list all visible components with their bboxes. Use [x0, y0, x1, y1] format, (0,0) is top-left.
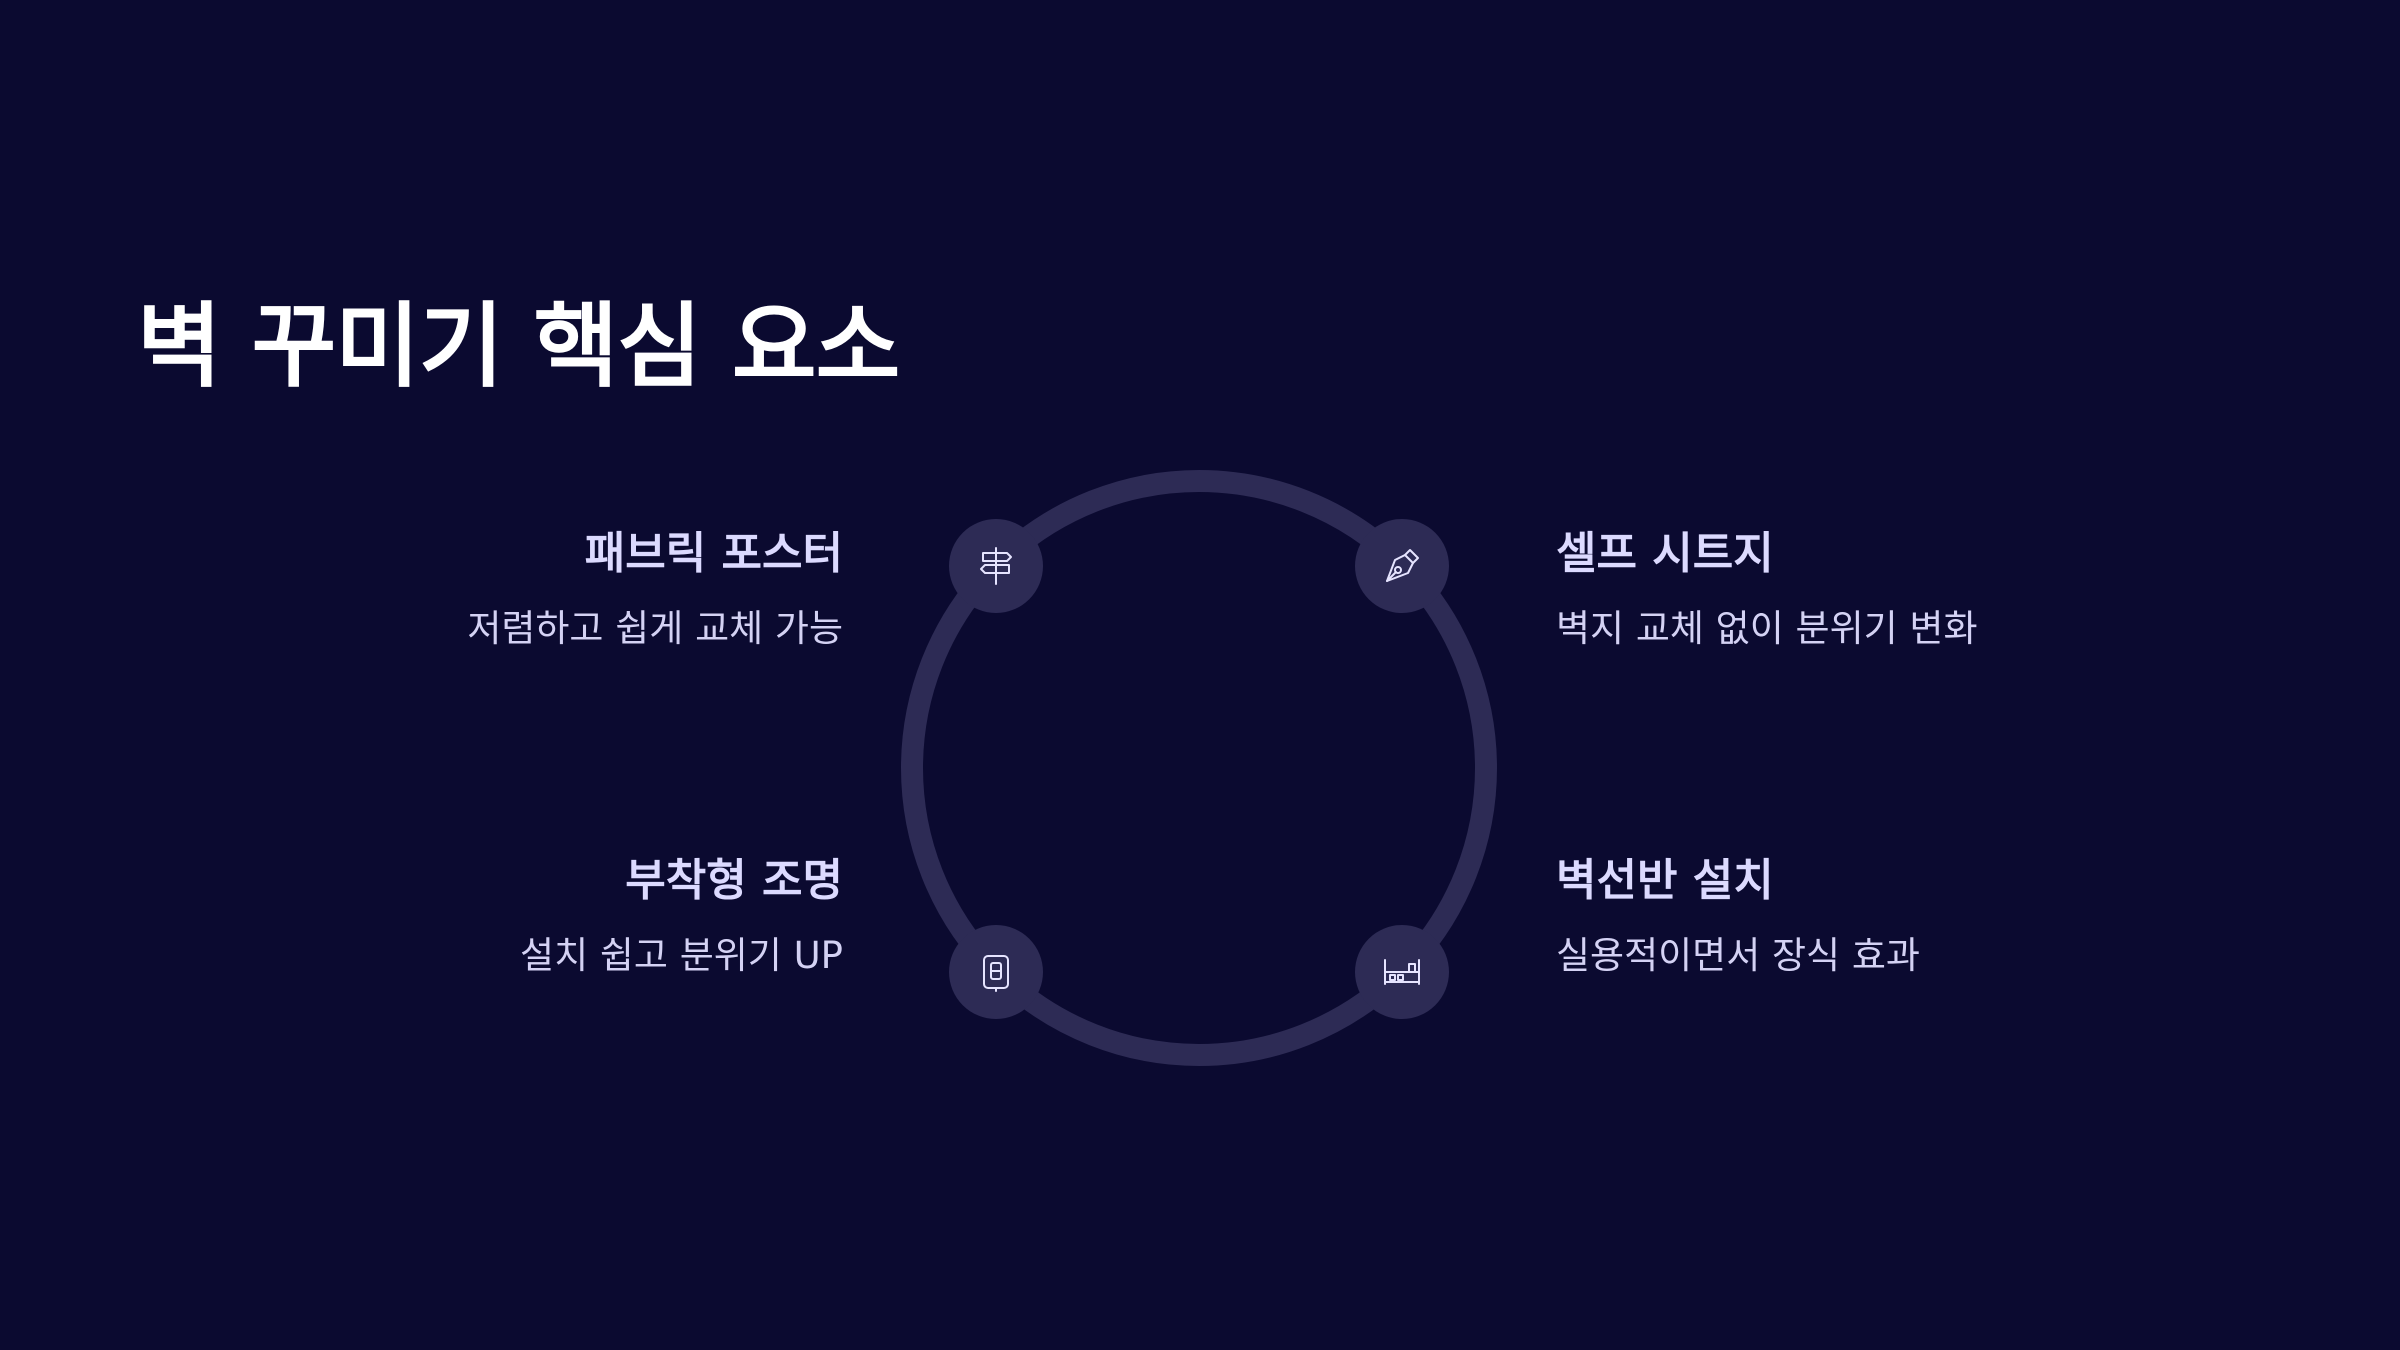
item-self-sheet: 셀프 시트지 벽지 교체 없이 분위기 변화 — [1556, 528, 2116, 651]
node-wall-light — [949, 925, 1043, 1019]
signpost-icon — [980, 547, 1012, 585]
item-description: 설치 쉽고 분위기 UP — [520, 933, 843, 977]
node-fabric-poster — [949, 519, 1043, 613]
item-wall-light: 부착형 조명 설치 쉽고 분위기 UP — [283, 855, 843, 978]
item-title: 셀프 시트지 — [1556, 528, 1774, 579]
item-wall-shelf: 벽선반 설치 실용적이면서 장식 효과 — [1556, 855, 2116, 978]
page-title: 벽 꾸미기 핵심 요소 — [137, 293, 900, 400]
wall-shelf-icon — [1384, 959, 1420, 985]
item-fabric-poster: 패브릭 포스터 저렴하고 쉽게 교체 가능 — [283, 528, 843, 651]
item-description: 실용적이면서 장식 효과 — [1556, 933, 1920, 977]
item-title: 부착형 조명 — [625, 855, 843, 906]
pen-nib-icon — [1386, 549, 1419, 582]
item-description: 벽지 교체 없이 분위기 변화 — [1556, 606, 1978, 650]
item-title: 벽선반 설치 — [1556, 855, 1774, 906]
node-self-sheet — [1355, 519, 1449, 613]
item-title: 패브릭 포스터 — [584, 528, 843, 579]
wall-light-icon — [983, 955, 1009, 992]
node-wall-shelf — [1355, 925, 1449, 1019]
item-description: 저렴하고 쉽게 교체 가능 — [467, 606, 843, 650]
